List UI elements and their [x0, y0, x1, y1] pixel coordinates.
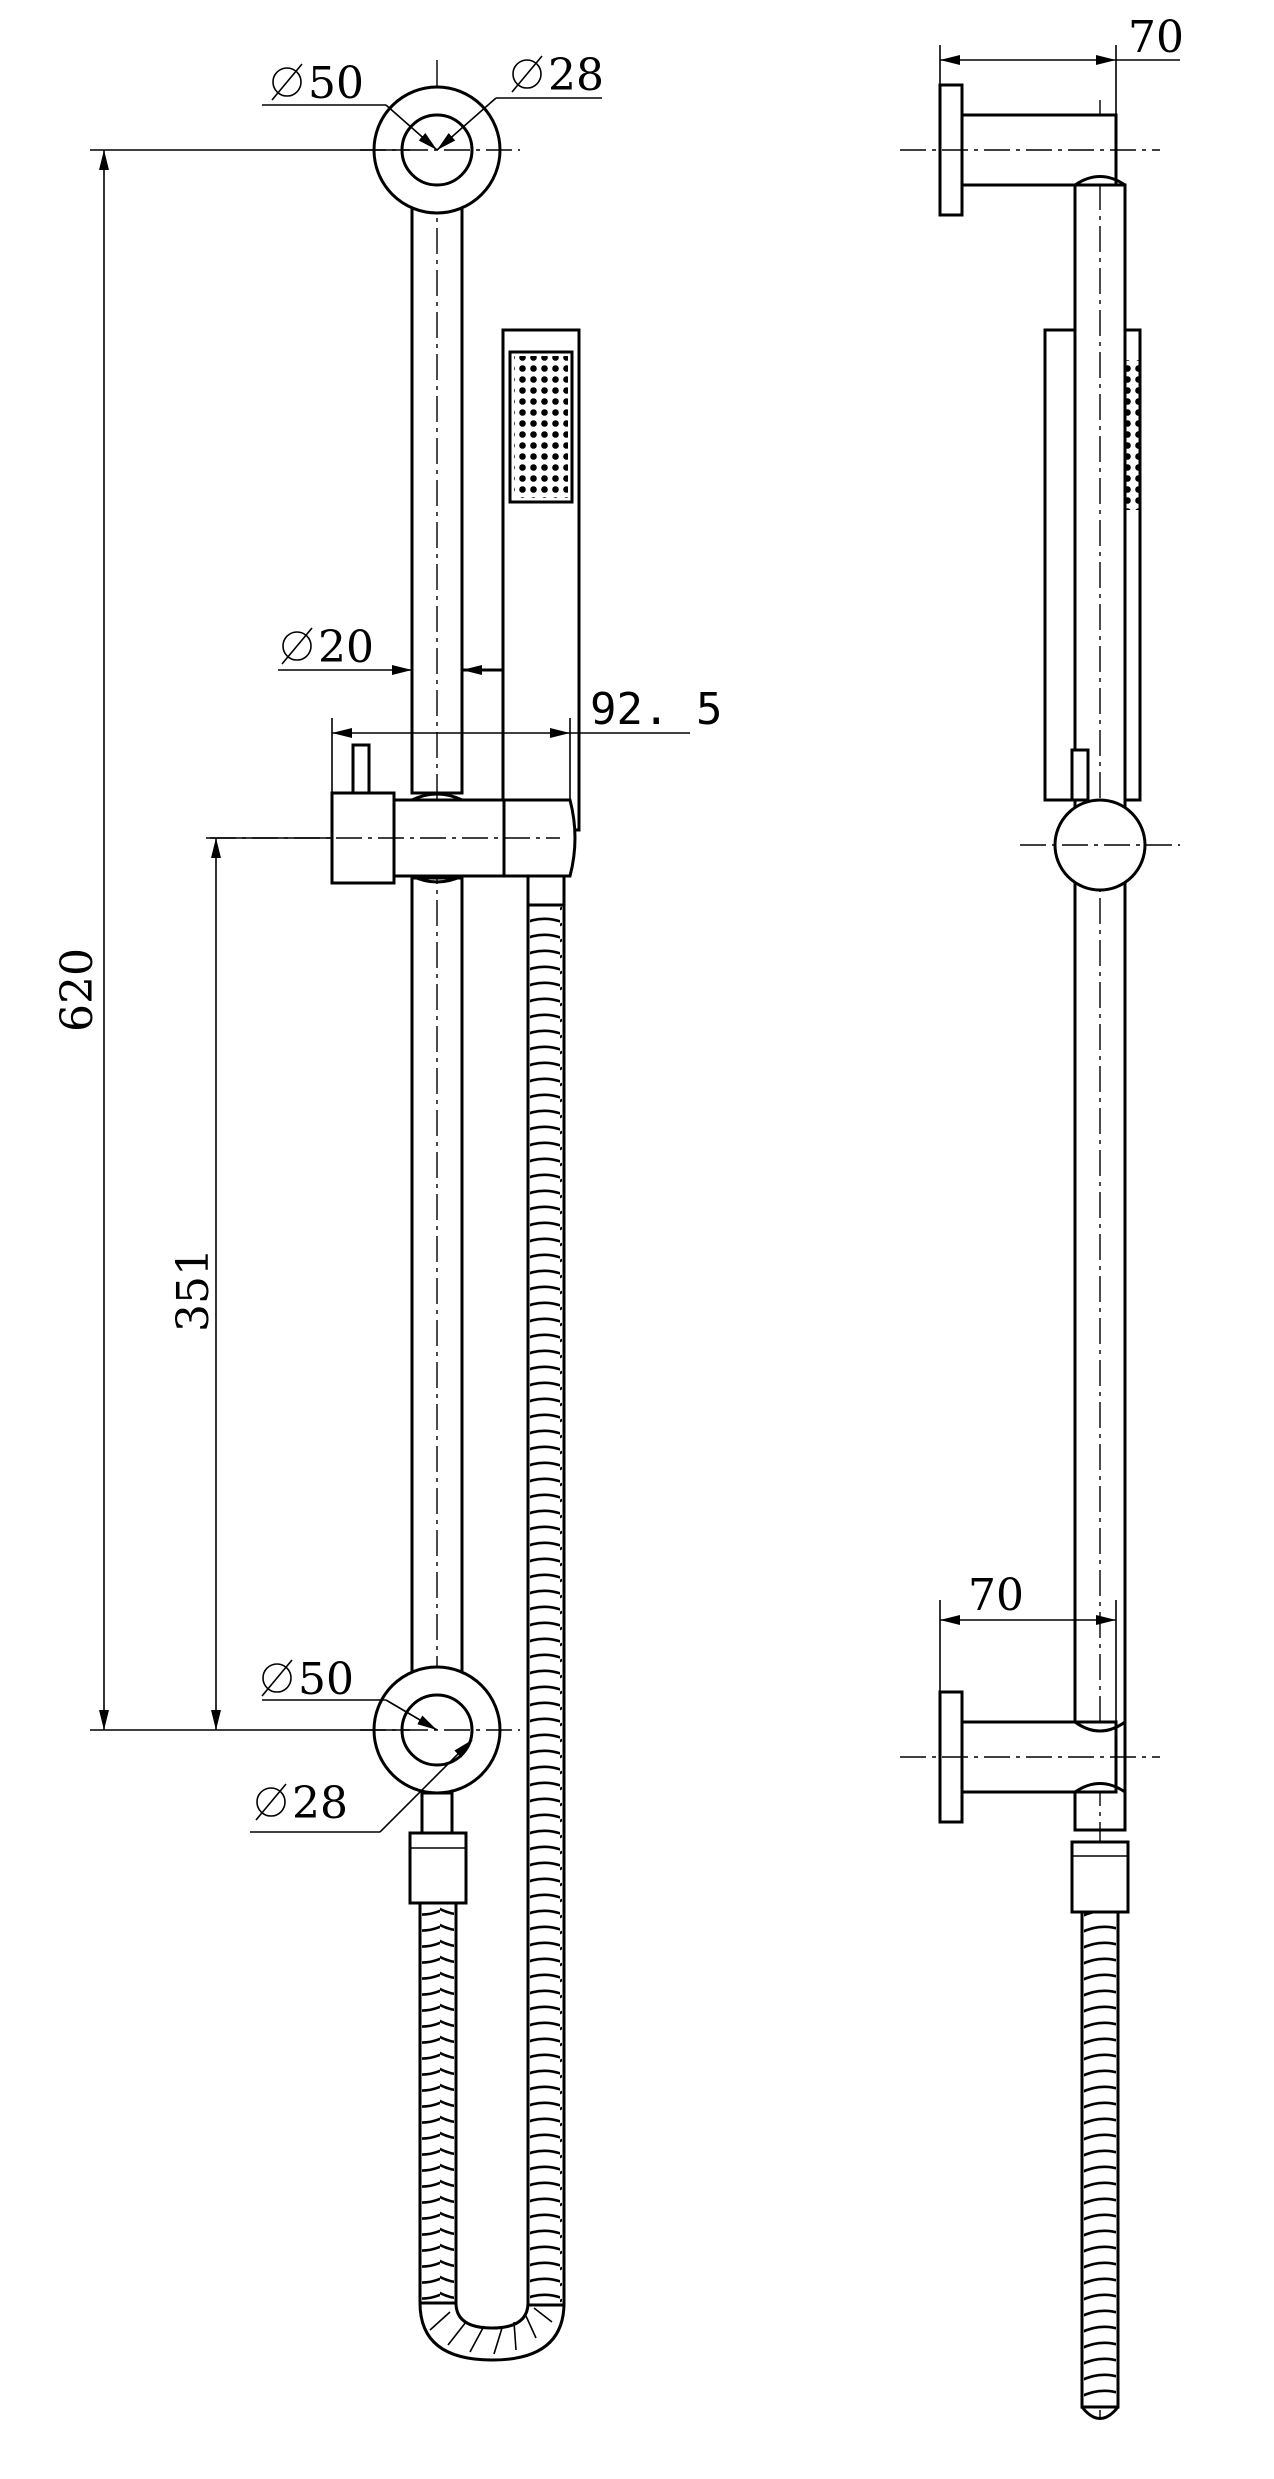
- dim-overall-height: 620: [52, 149, 410, 1731]
- side-hand-shower: [1043, 328, 1142, 802]
- dim-label-bottom-inner: 28: [292, 1778, 348, 1829]
- diameter-icon: [256, 1787, 286, 1817]
- dim-label-bottom-outer: 50: [298, 1654, 354, 1705]
- dim-label-side-bottom: 70: [968, 1570, 1024, 1621]
- side-hose-connector: [1070, 1840, 1130, 1914]
- dim-side-bottom-projection: 70: [939, 1570, 1117, 1722]
- side-bottom-bracket: [900, 1690, 1160, 1824]
- dim-side-top-projection: 70: [939, 12, 1184, 115]
- dim-top-inner-diameter: 28: [436, 50, 604, 151]
- front-view: 50 28 620 351 20: [52, 50, 722, 2362]
- dim-label-holder: 351: [168, 1248, 219, 1332]
- dim-holder-height: 351: [168, 837, 332, 1730]
- dim-label-overall: 620: [52, 948, 103, 1032]
- diameter-icon: [262, 1663, 292, 1693]
- diameter-icon: [272, 67, 302, 97]
- diameter-icon: [282, 631, 312, 661]
- dim-label-top-outer: 50: [308, 58, 364, 109]
- dim-label-top-inner: 28: [548, 50, 604, 101]
- dim-holder-projection: 92. 5: [331, 684, 722, 800]
- hose-connector: [408, 1791, 468, 1905]
- diameter-icon: [512, 59, 542, 89]
- dim-rail-diameter: 20: [278, 622, 500, 675]
- side-view: 70 70: [900, 12, 1184, 2420]
- dim-label-rail: 20: [318, 622, 374, 673]
- dim-label-side-top: 70: [1128, 12, 1184, 63]
- shower-hose: [418, 903, 566, 2362]
- side-top-bracket: [900, 83, 1160, 217]
- dim-label-projection: 92. 5: [590, 684, 722, 735]
- dim-top-outer-diameter: 50: [262, 58, 438, 151]
- dim-bottom-outer-diameter: 50: [261, 1654, 438, 1731]
- side-shower-hose: [1080, 1910, 1120, 2420]
- side-slide-holder: [1020, 748, 1180, 892]
- slide-holder: [210, 743, 577, 885]
- dim-bottom-inner-diameter: 28: [250, 1739, 473, 1833]
